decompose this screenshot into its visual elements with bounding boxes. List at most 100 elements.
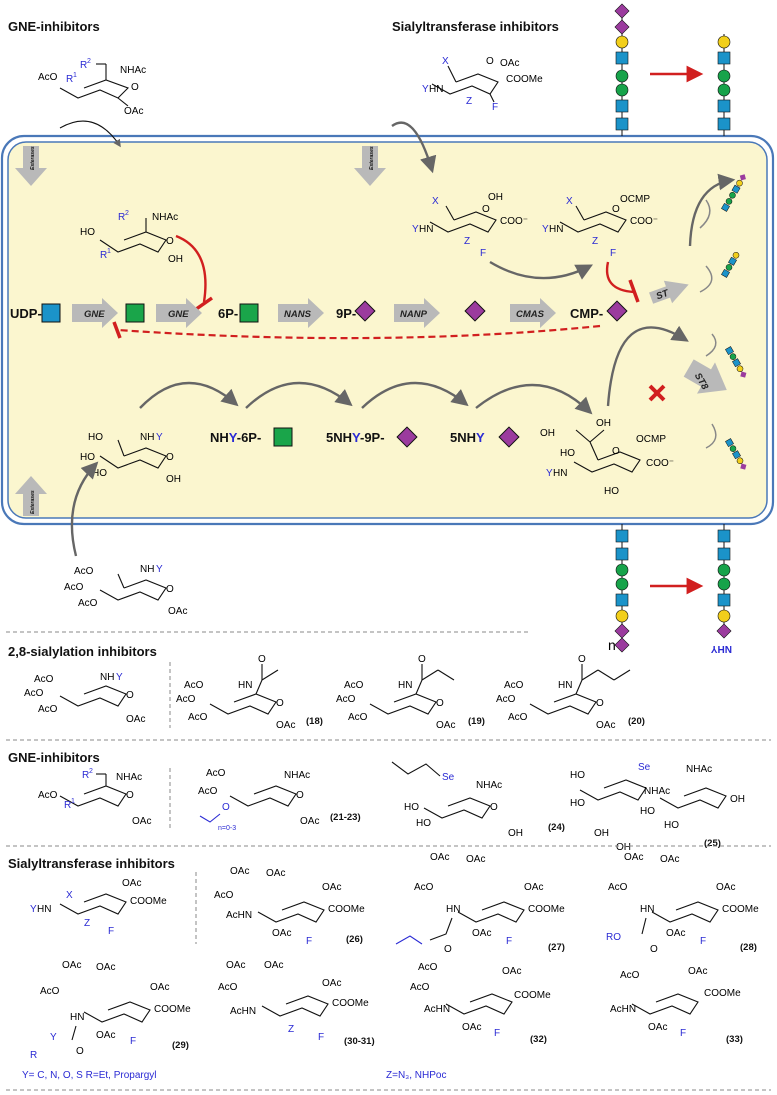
glycoprotein-st8-1: [705, 333, 747, 378]
svg-text:F: F: [506, 936, 512, 947]
svg-text:AcO: AcO: [38, 704, 58, 715]
svg-text:OAc: OAc: [150, 982, 169, 993]
svg-text:O: O: [490, 802, 498, 813]
svg-text:HN: HN: [446, 904, 460, 915]
svg-text:HO: HO: [404, 802, 419, 813]
st-inhibition-line: [605, 261, 635, 294]
nhy-9p-label: 5NHY-9P-: [326, 430, 385, 445]
svg-text:COOMe: COOMe: [332, 998, 369, 1009]
enz-cmas: CMAS: [516, 309, 545, 320]
svg-text:OAc: OAc: [502, 966, 521, 977]
st-inhibition-bar: [628, 279, 640, 303]
6p-label: 6P-: [218, 306, 238, 321]
enz-st: ST: [655, 287, 671, 302]
svg-text:R: R: [30, 1050, 37, 1061]
svg-text:O: O: [436, 698, 444, 709]
svg-text:NHAc: NHAc: [284, 770, 310, 781]
svg-text:OAc: OAc: [168, 606, 187, 617]
st-inhibitor-cmp: X OCMP COO⁻ Y HN Z F O: [542, 194, 658, 259]
glycoprotein-st8-2: [705, 423, 747, 470]
esterase-arrow-2: Esterases: [354, 146, 386, 186]
svg-text:OCMP: OCMP: [636, 434, 666, 445]
svg-text:Y: Y: [156, 564, 163, 575]
svg-text:OAc: OAc: [500, 58, 519, 69]
svg-text:NHY: NHY: [711, 643, 732, 654]
svg-text:O: O: [166, 236, 174, 247]
svg-text:HO: HO: [640, 806, 655, 817]
svg-text:5NHY-9P-: 5NHY-9P-: [326, 430, 385, 445]
neu5ac-9p-diamond: [354, 300, 376, 322]
gne-inhibitors-header-top: GNE-inhibitors: [8, 19, 100, 34]
svg-text:HN: HN: [640, 904, 654, 915]
svg-text:(25): (25): [704, 838, 721, 849]
svg-text:O: O: [222, 802, 230, 813]
svg-text:OAc: OAc: [436, 720, 455, 731]
svg-text:AcO: AcO: [24, 688, 44, 699]
svg-text:O: O: [166, 452, 174, 463]
svg-text:Z: Z: [288, 1024, 294, 1035]
svg-text:AcHN: AcHN: [610, 1004, 636, 1015]
svg-text:HO: HO: [560, 448, 575, 459]
svg-text:1: 1: [107, 248, 111, 255]
svg-text:AcO: AcO: [214, 890, 234, 901]
feedback-inhibition-bar: [112, 321, 122, 339]
svg-text:COOMe: COOMe: [528, 904, 565, 915]
svg-text:OH: OH: [540, 428, 555, 439]
compound-28-general: AcO NH Y AcO AcO O OAc: [24, 672, 145, 725]
nhy-6p-square: [273, 427, 293, 447]
st-inhibitor-prodrug-top: X O OAc COOMe Y HN Z F: [422, 56, 543, 113]
svg-text:Z: Z: [592, 236, 598, 247]
svg-text:Y: Y: [542, 224, 549, 235]
svg-text:OCMP: OCMP: [620, 194, 650, 205]
svg-text:AcO: AcO: [188, 712, 208, 723]
svg-text:(29): (29): [172, 1040, 189, 1051]
svg-text:(20): (20): [628, 716, 645, 727]
svg-text:COOMe: COOMe: [130, 896, 167, 907]
svg-text:OAc: OAc: [624, 852, 643, 863]
svg-text:O: O: [650, 944, 658, 955]
compound-28: OAc OAc AcO OAc COOMe HN RO O OAc F (28): [606, 852, 759, 955]
svg-text:OAc: OAc: [62, 960, 81, 971]
svg-text:HO: HO: [604, 486, 619, 497]
svg-text:NHAc: NHAc: [476, 780, 502, 791]
svg-text:OAc: OAc: [226, 960, 245, 971]
arrow-lower-2: [245, 381, 353, 409]
cmp-label: CMP-: [570, 306, 603, 321]
svg-text:AcO: AcO: [218, 982, 238, 993]
svg-text:R: R: [118, 212, 125, 223]
gne-inhibition-line: [175, 234, 207, 303]
footnote-z: Z=N₃, NHPoc: [386, 1070, 446, 1081]
svg-text:Y: Y: [50, 1032, 57, 1043]
svg-text:OH: OH: [508, 828, 523, 839]
svg-text:X: X: [66, 890, 73, 901]
svg-text:(33): (33): [726, 1034, 743, 1045]
svg-text:Z: Z: [84, 918, 90, 929]
svg-text:AcO: AcO: [620, 970, 640, 981]
svg-text:OAc: OAc: [660, 854, 679, 865]
svg-text:COO⁻: COO⁻: [630, 216, 658, 227]
svg-text:AcO: AcO: [64, 582, 84, 593]
svg-text:Y: Y: [156, 432, 163, 443]
compound-21-23: AcO NHAc AcO O n=0-3 O OAc (21-23): [198, 768, 361, 832]
uptake-arrow-st: [391, 121, 437, 174]
cell-cytoplasm: [7, 141, 768, 519]
svg-text:OAc: OAc: [716, 882, 735, 893]
svg-text:AcO: AcO: [348, 712, 368, 723]
svg-text:HN: HN: [70, 1012, 84, 1023]
svg-text:NHAc: NHAc: [152, 212, 178, 223]
uptake-arrow-nhy: [70, 461, 99, 557]
svg-text:5NHY: 5NHY: [450, 430, 485, 445]
svg-text:AcO: AcO: [504, 680, 524, 691]
svg-text:AcO: AcO: [410, 982, 430, 993]
svg-text:Y: Y: [116, 672, 123, 683]
glycan-tree-bottom-right: NHY: [711, 524, 732, 654]
svg-text:AcO: AcO: [496, 694, 516, 705]
glycoprotein-st-2: [699, 251, 740, 293]
compound-29: OAc OAc AcO OAc COOMe HN Y R O OAc F (29…: [30, 960, 191, 1061]
enz-nanp: NANP: [400, 309, 428, 320]
svg-text:OAc: OAc: [276, 720, 295, 731]
svg-text:HO: HO: [664, 820, 679, 831]
svg-text:Se: Se: [638, 762, 651, 773]
svg-text:Y: Y: [30, 904, 37, 915]
